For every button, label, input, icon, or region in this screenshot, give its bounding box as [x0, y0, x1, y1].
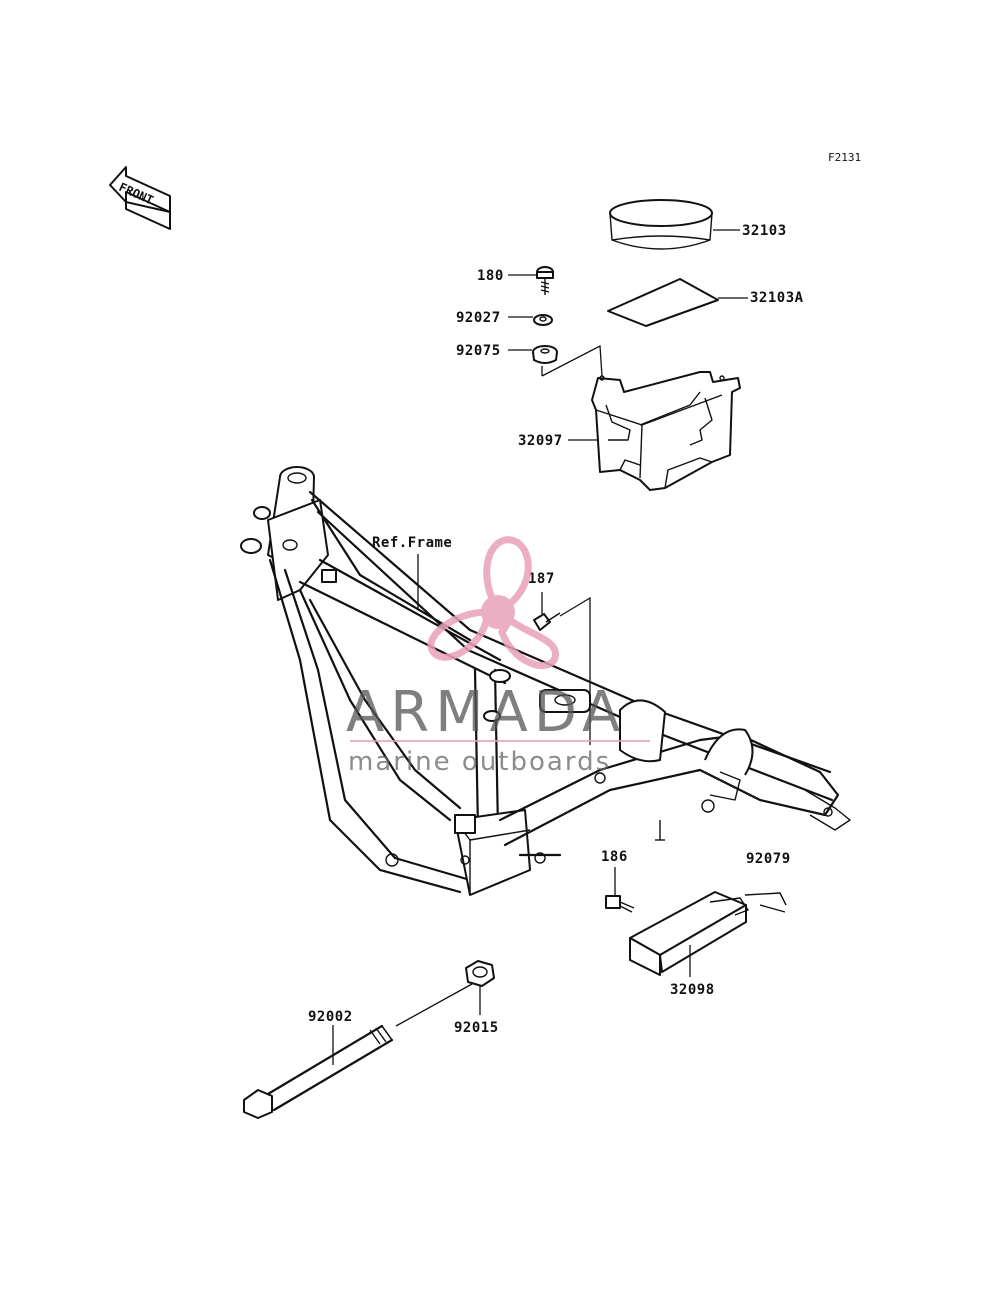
battery-case-32097	[568, 371, 741, 491]
bolt-186	[605, 867, 635, 913]
regulator-32098	[629, 891, 787, 977]
pivot-shaft-92002	[243, 983, 473, 1119]
label-32098: 32098	[670, 982, 715, 998]
washer-92027	[508, 314, 553, 326]
label-92015: 92015	[454, 1020, 499, 1036]
watermark-tagline: marine outboards	[348, 747, 611, 777]
propeller-logo-icon	[427, 536, 559, 670]
battery-pad-32103A	[607, 278, 748, 327]
bolt-180	[508, 266, 554, 295]
label-32103A: 32103A	[750, 290, 804, 306]
front-arrow-icon: FRONT	[109, 166, 171, 230]
label-ref-frame: Ref.Frame	[372, 535, 452, 551]
diagram-code: F2131	[828, 151, 861, 164]
label-92002: 92002	[308, 1009, 353, 1025]
armada-watermark: ARMADA marine outboards	[346, 536, 650, 777]
label-180: 180	[477, 268, 504, 284]
leader-92075-case	[541, 344, 603, 377]
label-32103: 32103	[742, 223, 787, 239]
label-186: 186	[601, 849, 628, 865]
nut-92015	[465, 960, 495, 1015]
label-32097: 32097	[518, 433, 563, 449]
damper-92075	[508, 345, 558, 364]
label-187: 187	[528, 571, 555, 587]
watermark-brand: ARMADA	[346, 680, 626, 745]
label-92075: 92075	[456, 343, 501, 359]
motorcycle-frame	[240, 466, 851, 896]
bolt-187	[533, 592, 591, 745]
label-92027: 92027	[456, 310, 501, 326]
battery-strap-32103	[609, 199, 740, 250]
label-92079: 92079	[746, 851, 791, 867]
